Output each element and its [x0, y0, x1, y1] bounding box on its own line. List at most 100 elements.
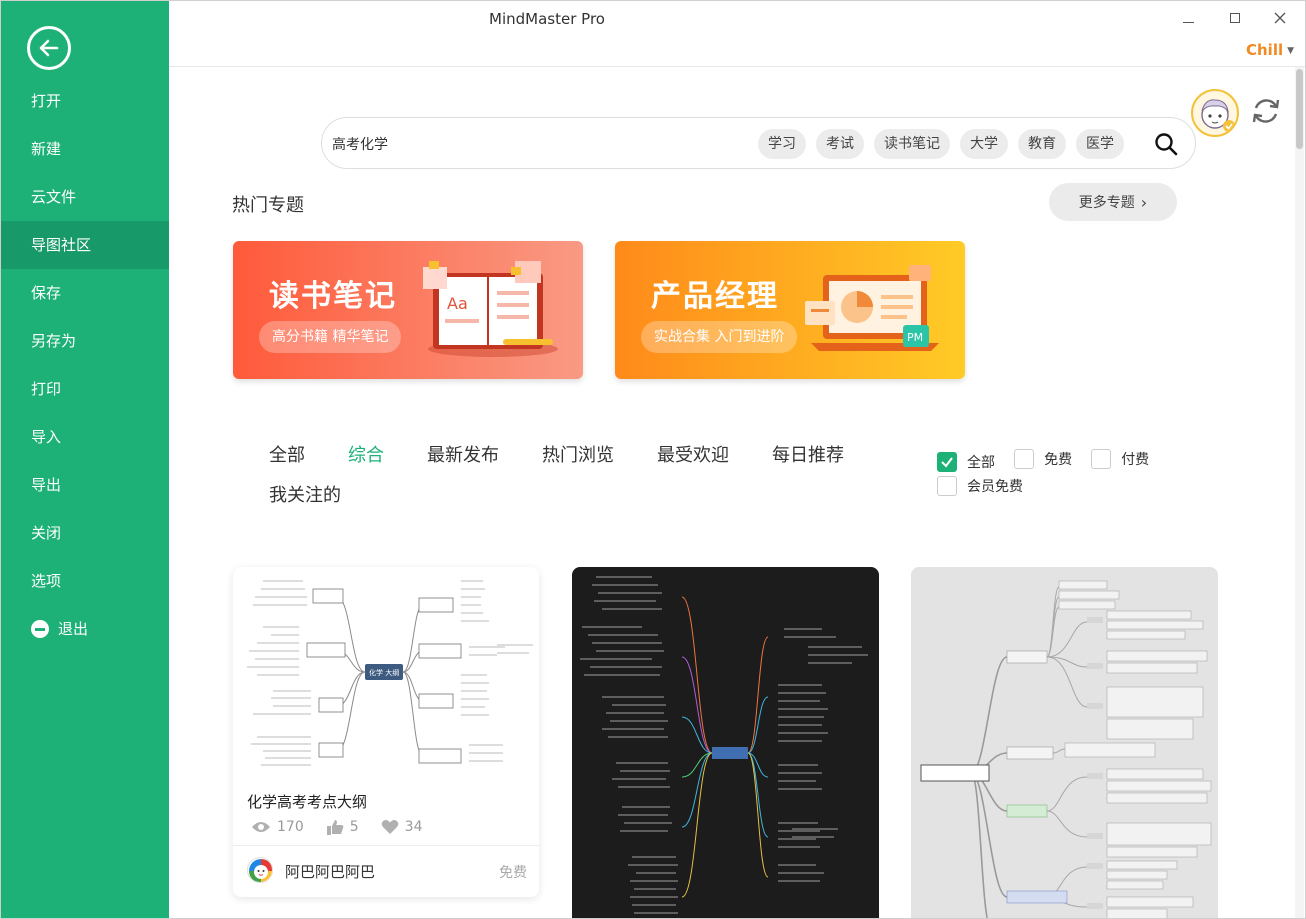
close-button[interactable]: [1265, 7, 1295, 29]
view-count: 170: [277, 819, 304, 835]
sidebar-item-close[interactable]: 关闭: [1, 509, 169, 557]
search-bar: 学习 考试 读书笔记 大学 教育 医学: [321, 117, 1196, 169]
user-menu[interactable]: Chill▼: [1246, 41, 1294, 59]
heart-icon: [381, 820, 398, 834]
sidebar-item-import[interactable]: 导入: [1, 413, 169, 461]
banner-title: 产品经理: [651, 279, 779, 314]
back-button[interactable]: [27, 26, 71, 70]
banner-subtitle: 实战合集 入门到进阶: [641, 321, 798, 353]
price-filter-label: 免费: [1044, 452, 1073, 468]
sidebar-item-label: 导图社区: [31, 236, 92, 254]
exit-icon: [31, 620, 49, 638]
section-title-hot-topics: 热门专题: [232, 195, 304, 216]
search-tag[interactable]: 大学: [960, 129, 1008, 159]
price-filter-paid[interactable]: 付费: [1091, 449, 1149, 469]
search-tag[interactable]: 医学: [1076, 129, 1124, 159]
sidebar-item-export[interactable]: 导出: [1, 461, 169, 509]
sidebar-item-label: 保存: [31, 284, 62, 302]
favorite-count: 34: [404, 819, 423, 835]
author-name[interactable]: 阿巴阿巴阿巴: [285, 863, 376, 881]
mindmap-center-label: 化学 大纲: [369, 668, 399, 677]
tab-comprehensive[interactable]: 综合: [348, 445, 384, 466]
search-tag[interactable]: 考试: [816, 129, 864, 159]
tab-popular[interactable]: 热门浏览: [542, 445, 614, 466]
checkbox[interactable]: [1014, 449, 1035, 469]
sidebar-item-cloud-files[interactable]: 云文件: [1, 173, 169, 221]
sidebar-item-exit[interactable]: 退出: [1, 605, 169, 653]
checkbox[interactable]: [1091, 449, 1112, 469]
sidebar-item-label: 关闭: [31, 524, 62, 542]
price-filter-all[interactable]: 全部: [937, 452, 995, 472]
sidebar-item-save[interactable]: 保存: [1, 269, 169, 317]
eye-icon: [252, 822, 270, 832]
mindmap-preview: [920, 580, 1212, 918]
more-topics-button[interactable]: 更多专题 ›: [1049, 183, 1177, 221]
avatar-icon: [1201, 99, 1235, 132]
caret-down-icon: ▼: [1287, 46, 1295, 56]
author-avatar[interactable]: [247, 857, 273, 883]
sidebar: 打开 新建 云文件 导图社区 保存 另存为 打印 导入 导出 关闭 选项 退出: [1, 1, 169, 918]
more-topics-label: 更多专题: [1078, 195, 1135, 211]
search-tag[interactable]: 读书笔记: [874, 129, 950, 159]
chevron-right-icon: ›: [1140, 192, 1148, 212]
user-avatar[interactable]: [1191, 89, 1239, 137]
topic-banner-product-manager[interactable]: 产品经理 实战合集 入门到进阶 PM: [615, 241, 965, 379]
book-illustration-icon: Aa: [423, 261, 558, 357]
sidebar-item-label: 另存为: [31, 332, 77, 350]
sidebar-item-label: 退出: [58, 620, 89, 638]
sidebar-item-label: 打开: [31, 92, 62, 110]
mindmap-preview: 化学 大纲: [247, 580, 533, 766]
price-filter-free[interactable]: 免费: [1014, 449, 1072, 469]
sidebar-item-options[interactable]: 选项: [1, 557, 169, 605]
price-badge: 免费: [499, 865, 527, 881]
tab-most-liked[interactable]: 最受欢迎: [657, 445, 729, 466]
community-content: 学习 考试 读书笔记 大学 教育 医学 热门专题 更多专题 › 读书笔记 高分书籍…: [169, 67, 1295, 918]
sidebar-item-new[interactable]: 新建: [1, 125, 169, 173]
tab-following[interactable]: 我关注的: [269, 485, 341, 506]
book-art-label: Aa: [447, 294, 468, 313]
mindmap-card[interactable]: [572, 567, 879, 918]
search-icon[interactable]: [1154, 132, 1178, 156]
author-avatar-icon: [249, 859, 272, 882]
mindmap-card[interactable]: [911, 567, 1218, 918]
sidebar-item-print[interactable]: 打印: [1, 365, 169, 413]
vertical-scrollbar[interactable]: [1295, 67, 1304, 918]
topic-banner-reading-notes[interactable]: 读书笔记 高分书籍 精华笔记 Aa: [233, 241, 583, 379]
card-title: 化学高考考点大纲: [247, 793, 368, 811]
tab-all[interactable]: 全部: [269, 445, 305, 466]
mindmap-card[interactable]: 化学 大纲 化学高考考点大纲 170 5 34: [233, 567, 539, 897]
search-tag[interactable]: 学习: [758, 129, 806, 159]
refresh-button[interactable]: [1249, 94, 1283, 128]
like-count: 5: [349, 819, 359, 835]
price-filter-member-free[interactable]: 会员免费: [937, 476, 1023, 496]
sidebar-menu: 打开 新建 云文件 导图社区 保存 另存为 打印 导入 导出 关闭 选项 退出: [1, 77, 169, 653]
maximize-icon: [1230, 13, 1240, 23]
checkbox[interactable]: [937, 476, 957, 496]
tab-latest[interactable]: 最新发布: [427, 445, 499, 466]
scrollbar-thumb[interactable]: [1296, 69, 1303, 149]
filter-tabs: 全部 综合 最新发布 热门浏览 最受欢迎 每日推荐 我关注的: [269, 441, 889, 507]
sidebar-item-save-as[interactable]: 另存为: [1, 317, 169, 365]
sidebar-item-community[interactable]: 导图社区: [1, 221, 169, 269]
user-name: Chill: [1246, 41, 1284, 59]
app-title: MindMaster Pro: [489, 10, 605, 28]
maximize-button[interactable]: [1220, 7, 1250, 29]
price-filter-label: 会员免费: [967, 479, 1023, 495]
title-bar: MindMaster Pro Chill▼: [169, 1, 1305, 67]
check-icon: [941, 457, 953, 468]
banner-subtitle: 高分书籍 精华笔记: [259, 321, 402, 353]
search-input[interactable]: [332, 131, 732, 157]
sidebar-item-open[interactable]: 打开: [1, 77, 169, 125]
sidebar-item-label: 导入: [31, 428, 62, 446]
price-filter-label: 付费: [1121, 452, 1150, 468]
tab-daily-picks[interactable]: 每日推荐: [772, 445, 844, 466]
arrow-left-icon: [39, 39, 59, 57]
search-tags: 学习 考试 读书笔记 大学 教育 医学: [758, 129, 1124, 159]
checkbox-checked[interactable]: [937, 452, 957, 472]
close-icon: [1274, 12, 1286, 24]
search-tag[interactable]: 教育: [1018, 129, 1066, 159]
laptop-art-label: PM: [907, 331, 923, 344]
sidebar-item-label: 选项: [31, 572, 62, 590]
minimize-button[interactable]: [1173, 7, 1203, 29]
